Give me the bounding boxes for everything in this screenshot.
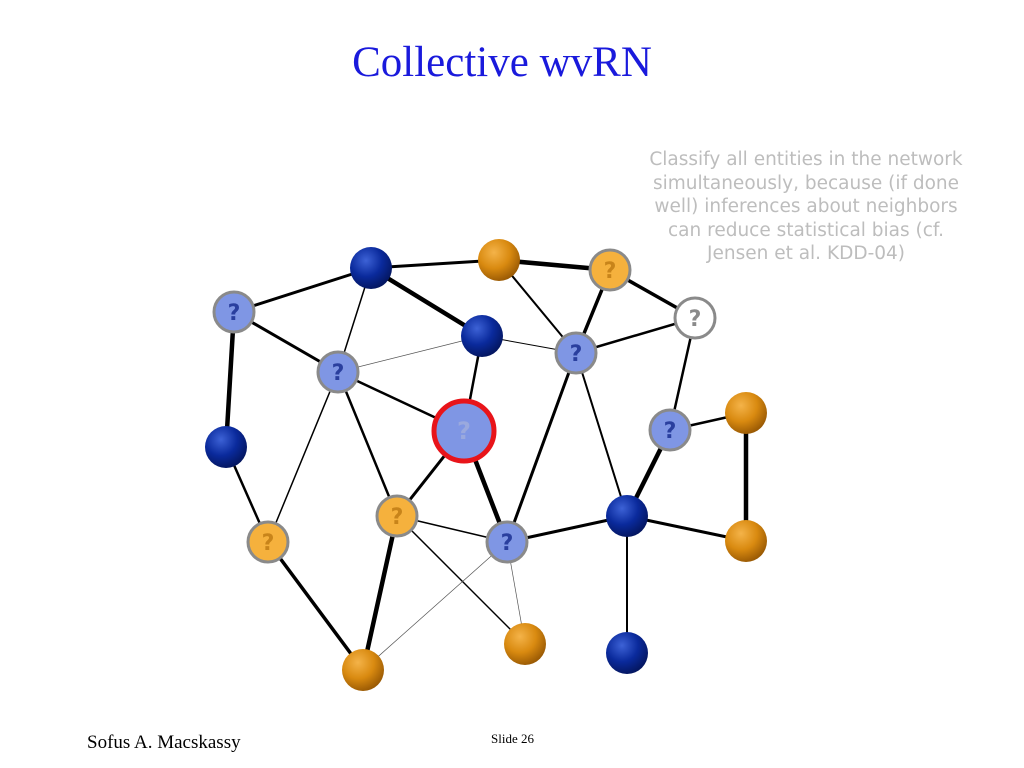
node-b [478, 239, 520, 281]
node-f: ? [554, 331, 598, 375]
unknown-node [212, 290, 256, 334]
node-j: ? [648, 408, 692, 452]
node-d: ? [212, 290, 256, 334]
question-mark: ? [391, 505, 404, 530]
edge-d-l [223, 309, 237, 450]
blue-node [205, 426, 247, 468]
unknown-node [375, 494, 419, 538]
node-i: ? [431, 398, 497, 464]
node-l [205, 426, 247, 468]
edge-a-e [368, 265, 485, 339]
node-c: ? [588, 248, 632, 292]
node-r [725, 520, 767, 562]
node-o: ? [485, 520, 529, 564]
edge-h-e [337, 335, 483, 373]
edge-h-n [336, 370, 399, 518]
node-m: ? [246, 520, 290, 564]
blue-node [606, 632, 648, 674]
edge-h-m [267, 371, 339, 543]
node-s [504, 623, 546, 665]
question-mark: ? [604, 259, 617, 284]
focus-node [431, 398, 497, 464]
orange-node [478, 239, 520, 281]
blue-node [350, 247, 392, 289]
node-n: ? [375, 494, 419, 538]
explanation-note: Classify all entities in the network sim… [628, 148, 984, 266]
node-k [725, 392, 767, 434]
unknown-node [588, 248, 632, 292]
unknown-node [648, 408, 692, 452]
note-line: Jensen et al. KDD-04) [707, 243, 905, 264]
orange-node [725, 392, 767, 434]
edge-a-b [369, 258, 501, 270]
edge-n-s [396, 515, 526, 645]
unknown-node [246, 520, 290, 564]
orange-node [342, 649, 384, 691]
edge-m-q [266, 540, 365, 672]
edge-n-q [360, 513, 400, 673]
edge-o-q [362, 541, 508, 671]
question-mark: ? [457, 417, 471, 445]
edge-f-p [575, 352, 628, 517]
note-line: well) inferences about neighbors [654, 196, 958, 217]
blue-node [606, 495, 648, 537]
note-line: can reduce statistical bias (cf. [668, 219, 944, 241]
footer-author: Sofus A. Macskassy [87, 732, 241, 753]
unknown-node [316, 350, 360, 394]
question-mark: ? [501, 531, 514, 556]
question-mark: ? [228, 301, 241, 326]
question-mark: ? [332, 361, 345, 386]
node-layer: ?????????? [205, 239, 767, 691]
node-q [342, 649, 384, 691]
slide-number: Slide 26 [491, 731, 534, 746]
node-t [606, 632, 648, 674]
node-e [461, 315, 503, 357]
note-line: simultaneously, because (if done [652, 172, 960, 194]
note-line: Classify all entities in the network [649, 149, 963, 170]
edge-f-o [505, 351, 578, 544]
node-a [350, 247, 392, 289]
unknown-node [485, 520, 529, 564]
unknown-node [673, 296, 717, 340]
question-mark: ? [262, 531, 275, 556]
node-p [606, 495, 648, 537]
question-mark: ? [570, 342, 583, 367]
question-mark: ? [689, 307, 702, 332]
edge-a-d [232, 266, 373, 314]
slide-title: Collective wvRN [352, 39, 652, 86]
node-h: ? [316, 350, 360, 394]
question-mark: ? [664, 419, 677, 444]
orange-node [725, 520, 767, 562]
orange-node [504, 623, 546, 665]
blue-node [461, 315, 503, 357]
unknown-node [554, 331, 598, 375]
node-g: ? [673, 296, 717, 340]
